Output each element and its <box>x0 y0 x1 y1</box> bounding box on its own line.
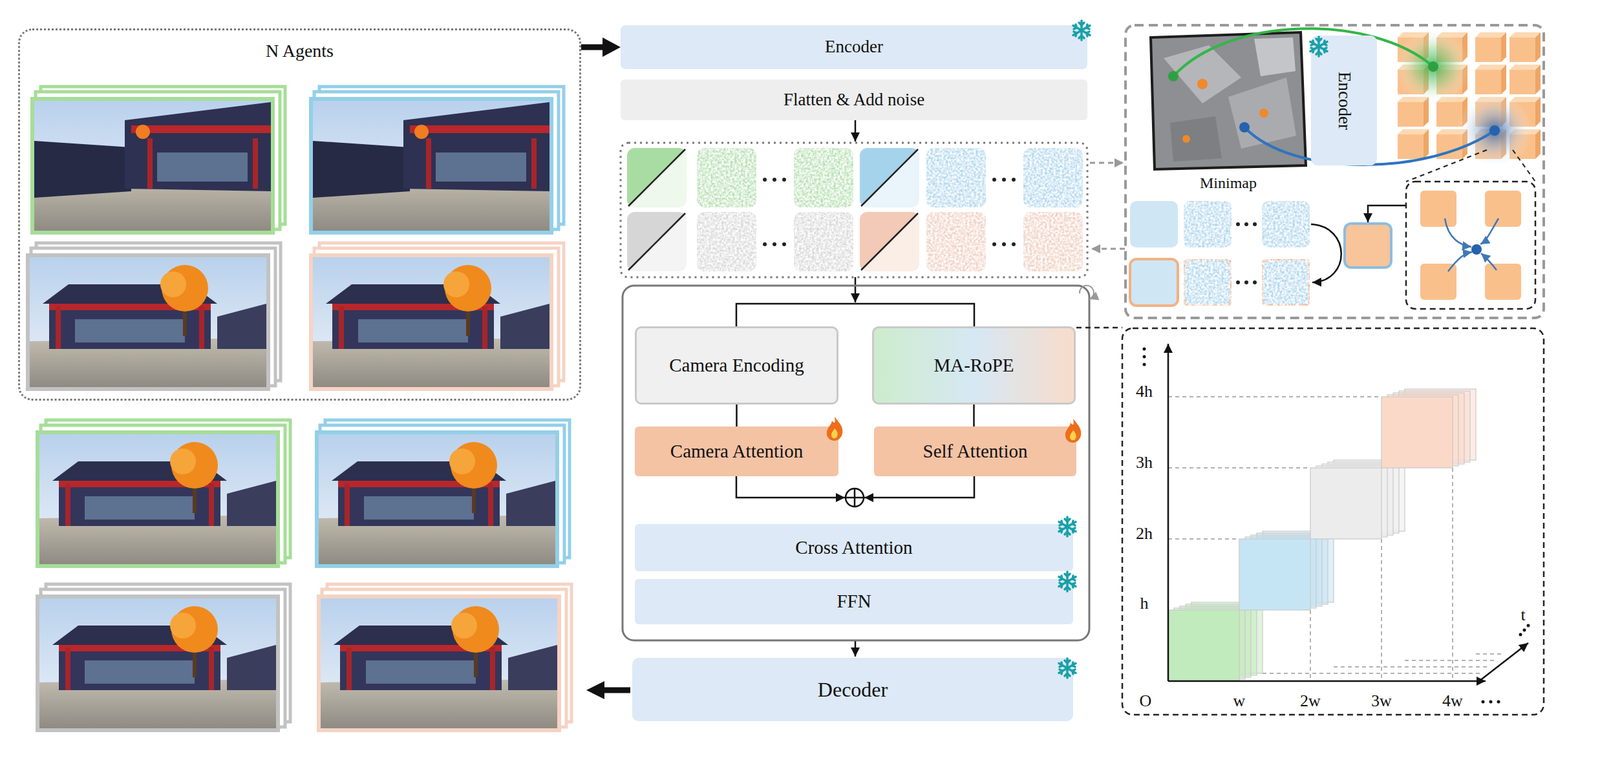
node-text: Minimap <box>1199 174 1257 193</box>
callout-line <box>1076 327 1123 330</box>
axis-label: t <box>1520 605 1526 626</box>
agent-views <box>25 86 564 392</box>
node-text: Encoder <box>1333 71 1354 130</box>
node-text: MA-RoPE <box>933 354 1014 377</box>
process-box: Encoder <box>620 25 1088 70</box>
output-views <box>35 420 572 733</box>
node-text: Camera Attention <box>670 440 803 463</box>
output-arrow <box>586 681 631 700</box>
axis-label: 2h <box>1135 524 1153 544</box>
repeat-mark <box>1079 285 1094 300</box>
block-frame <box>622 285 1090 641</box>
process-box: MA-RoPE <box>872 326 1076 405</box>
image-box: Minimap <box>1147 30 1310 196</box>
connector <box>581 44 603 51</box>
process-box: Camera Encoding <box>634 326 839 405</box>
process-box: Camera Attention <box>634 426 839 477</box>
group-box: N Agents <box>18 28 582 401</box>
node-text: N Agents <box>265 40 334 62</box>
token-grid <box>620 142 1088 278</box>
minimap-links <box>1089 162 1125 249</box>
axis-label: 3h <box>1135 453 1153 473</box>
axis-label: O <box>1139 691 1152 712</box>
node-text: Camera Encoding <box>669 354 805 377</box>
axis-label: 3w <box>1371 691 1392 712</box>
node-text: Flatten & Add noise <box>783 89 925 110</box>
rope-plot <box>1122 328 1544 715</box>
axis-label: w <box>1233 691 1246 712</box>
minimap-panel <box>1125 25 1544 319</box>
axis-label: 4w <box>1442 691 1463 712</box>
node-text: Decoder <box>817 678 888 703</box>
trainable-icons <box>826 416 1082 443</box>
connector <box>972 404 975 427</box>
node-text: Encoder <box>824 36 884 57</box>
process-box: Cross Attention <box>634 524 1074 572</box>
node-text: Self Attention <box>923 440 1028 463</box>
process-box: Self Attention <box>874 426 1077 477</box>
node-text: Cross Attention <box>795 537 913 559</box>
axis-label: 2w <box>1300 691 1321 712</box>
frozen-icons <box>1058 20 1328 679</box>
process-box: Decoder <box>632 658 1074 722</box>
node-text: FFN <box>836 590 871 613</box>
axis-label: 4h <box>1135 382 1153 402</box>
axis-label: h <box>1140 594 1149 614</box>
connector <box>735 404 738 427</box>
process-box: FFN <box>634 579 1074 625</box>
process-box: Encoder <box>1311 35 1377 166</box>
process-box: Flatten & Add noise <box>620 79 1088 121</box>
